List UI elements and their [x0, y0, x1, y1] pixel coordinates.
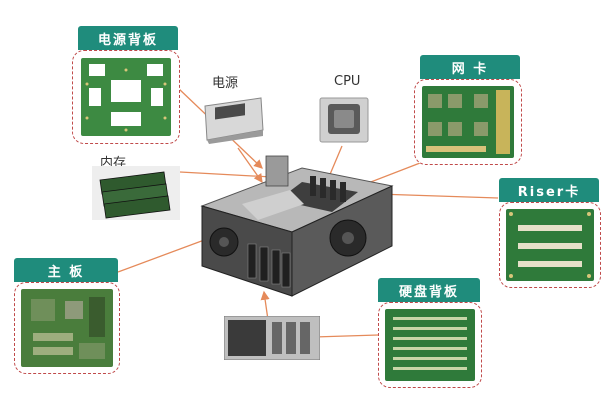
motherboard-tab: 主 板	[14, 258, 118, 282]
riser-label: Riser卡	[517, 184, 581, 200]
nic-box	[414, 79, 522, 165]
nic-label: 网 卡	[451, 61, 489, 77]
riser-tab: Riser卡	[499, 178, 599, 202]
hdd-backplane-tab: 硬盘背板	[378, 278, 480, 302]
arrow-hdd-cage	[260, 290, 270, 321]
psu-backplane-tab: 电源背板	[78, 26, 178, 50]
hdd-backplane-label: 硬盘背板	[398, 284, 459, 300]
hdd-cage-image	[224, 316, 320, 360]
motherboard-pcb	[21, 289, 113, 367]
hdd-backplane-pcb	[385, 309, 475, 381]
psu-image	[204, 97, 264, 144]
hdd-backplane-box	[378, 302, 482, 388]
psu-backplane-box	[72, 50, 180, 144]
motherboard-box	[14, 282, 120, 374]
server-chassis-image	[200, 155, 394, 297]
arrow-riser	[376, 189, 499, 199]
psu-label: 电源	[212, 76, 239, 91]
cpu-label: CPU	[334, 74, 361, 89]
nic-pcb	[422, 86, 514, 158]
riser-pcb	[506, 209, 594, 281]
cpu-image	[319, 97, 369, 143]
psu-backplane-pcb	[81, 58, 171, 136]
riser-box	[499, 202, 601, 288]
psu-backplane-label: 电源背板	[97, 32, 158, 48]
motherboard-label: 主 板	[47, 264, 85, 280]
nic-tab: 网 卡	[420, 55, 520, 79]
memory-image	[92, 166, 180, 220]
